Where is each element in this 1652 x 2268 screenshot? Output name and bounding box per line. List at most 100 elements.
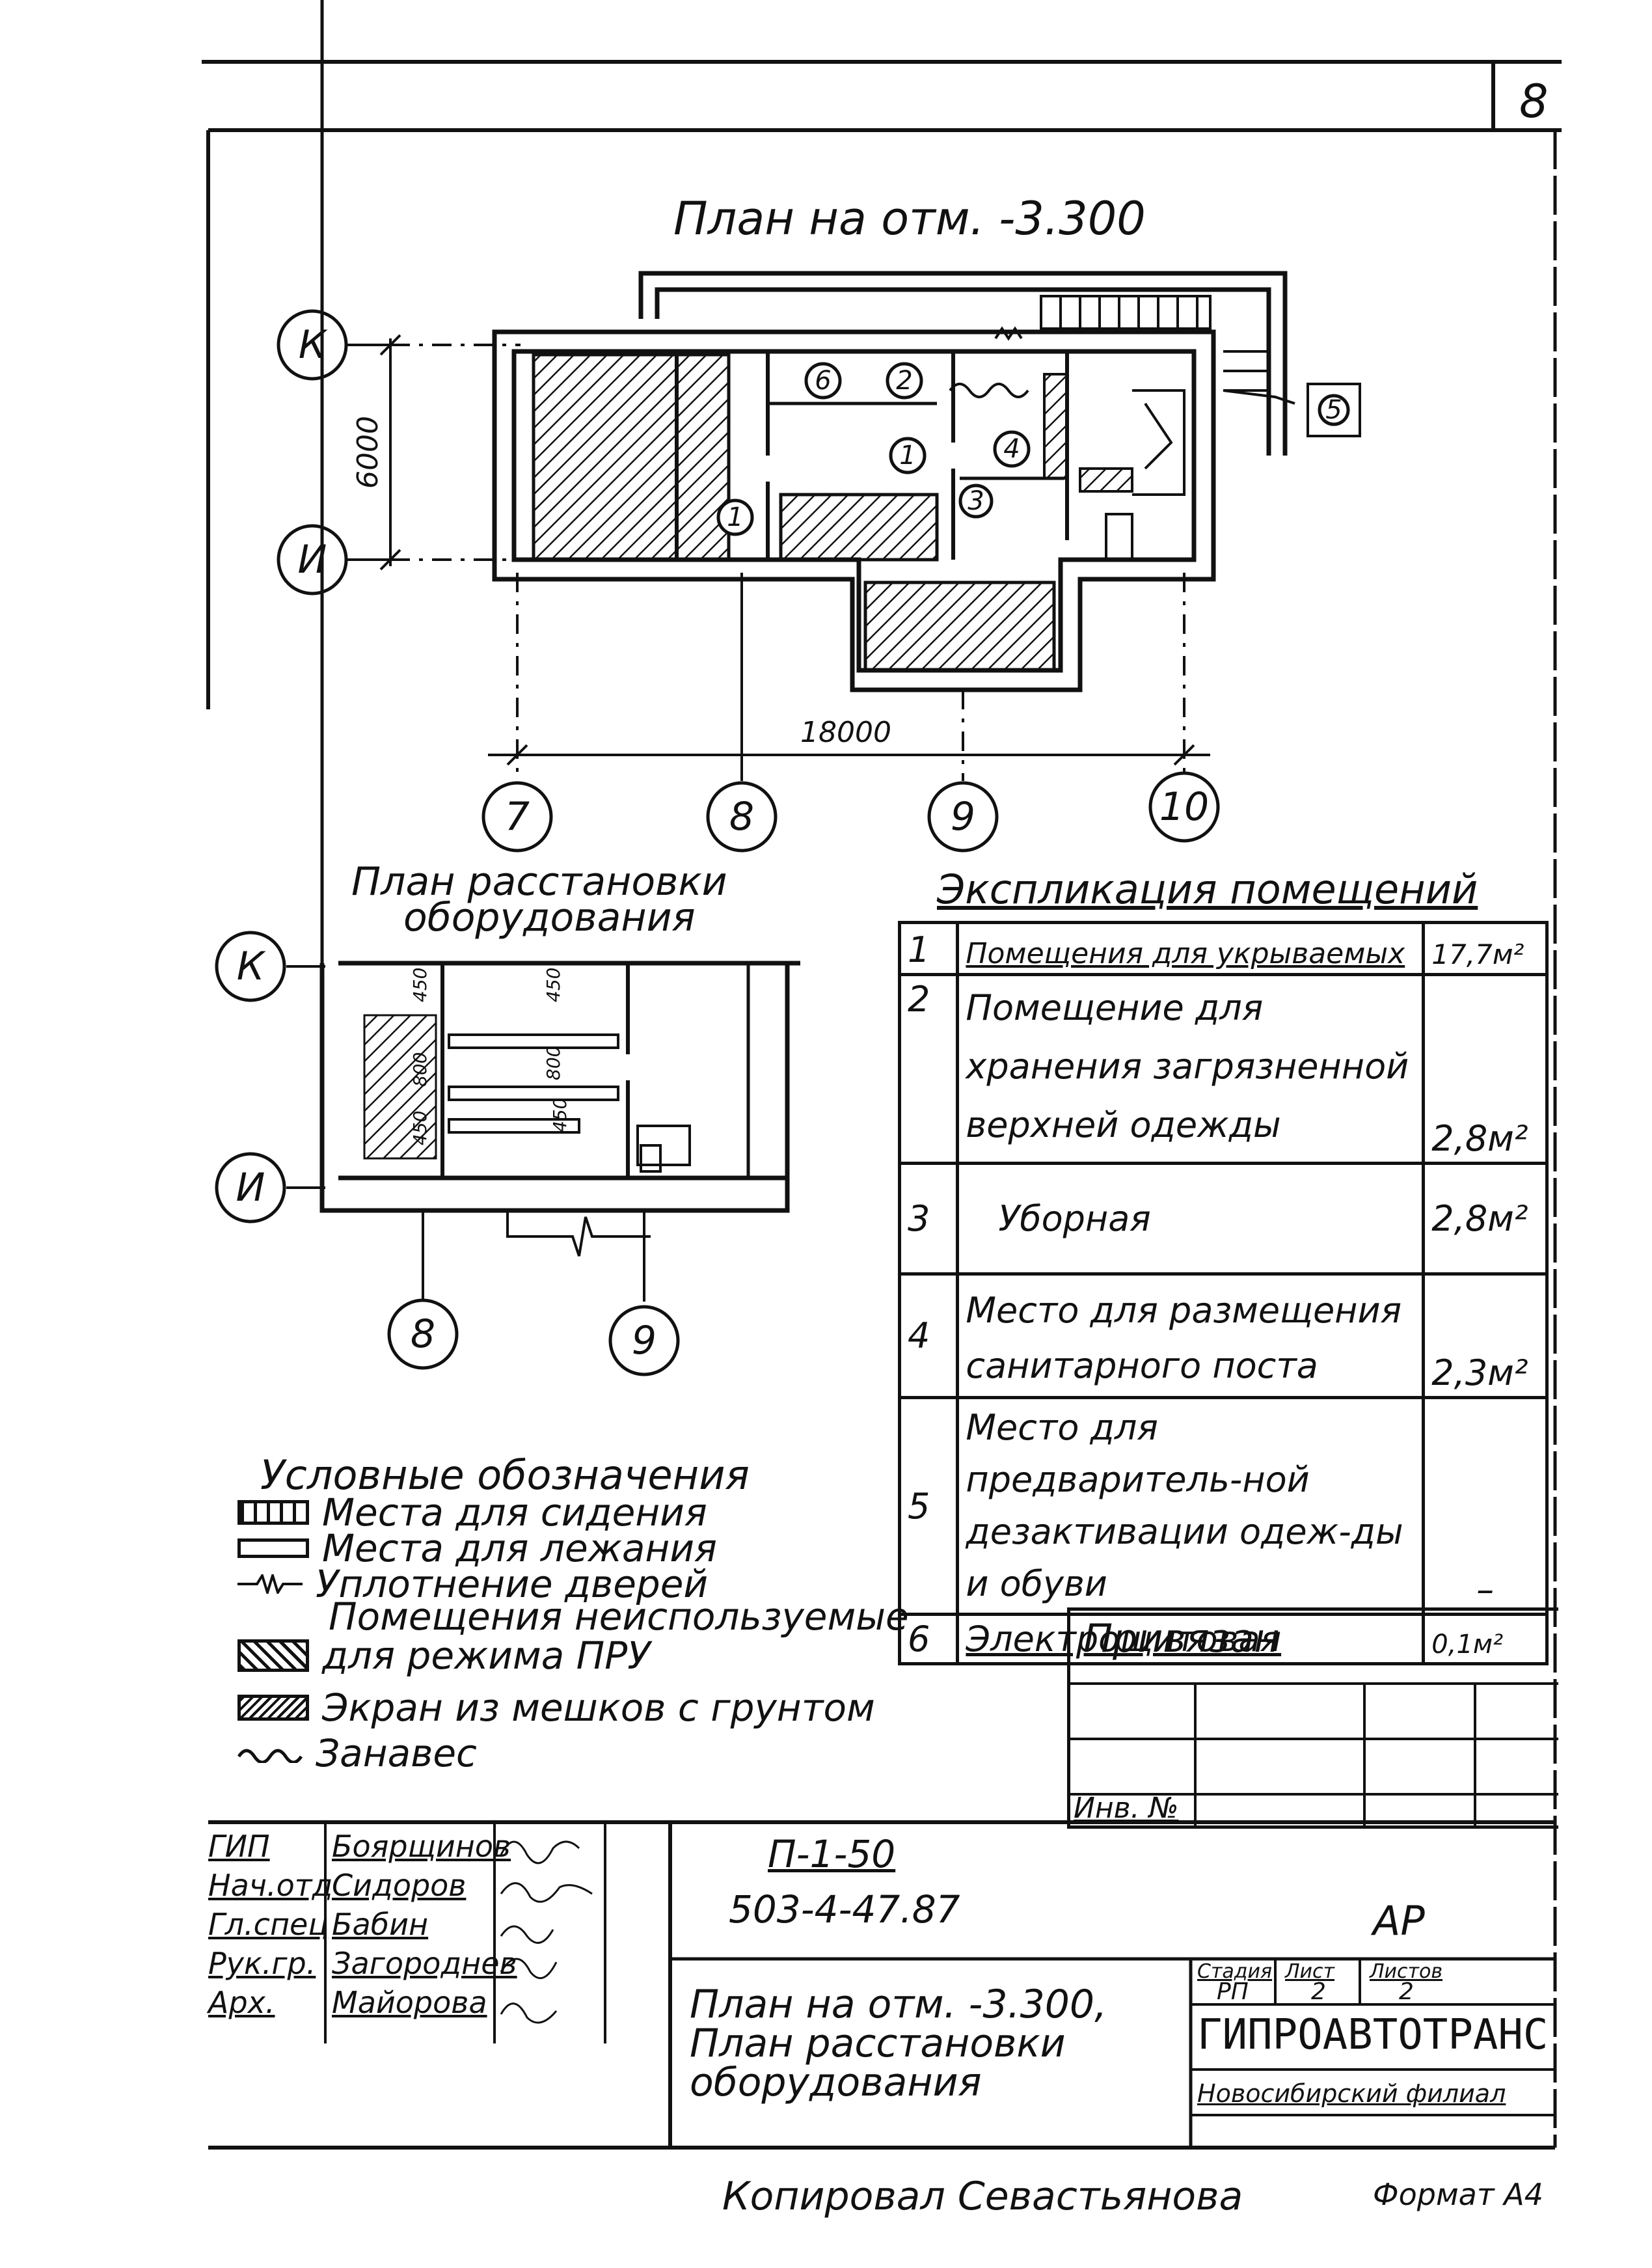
- legend-label: Занавес: [316, 1731, 477, 1775]
- room-area: –: [1422, 1396, 1549, 1616]
- lying-symbol-icon: [237, 1538, 309, 1558]
- svg-text:И: И: [236, 1165, 265, 1210]
- legend-item: для режима ПРУ: [237, 1633, 651, 1678]
- unused-room-lower: [779, 493, 939, 562]
- room-area: 2,3м²: [1422, 1272, 1549, 1399]
- hatch-icon: [237, 1639, 309, 1672]
- room-number: 5: [1325, 395, 1342, 425]
- page-number: 8: [1519, 75, 1549, 128]
- legend-label: Экран из мешков с грунтом: [322, 1686, 875, 1730]
- sheets-header: Листов: [1370, 1960, 1443, 1983]
- unused-room-bottom: [863, 581, 1056, 672]
- door-seal-icon: [237, 1574, 303, 1594]
- svg-text:450: 450: [549, 1098, 571, 1132]
- axis-bubble-row-I: И: [277, 524, 390, 595]
- svg-text:450: 450: [543, 968, 564, 1002]
- legend-label: Места для сидения: [322, 1490, 707, 1535]
- staff-role: ГИП: [208, 1829, 270, 1864]
- equipment-plan: 450 450 800 450 450 800 К И 8 9: [215, 0, 800, 1376]
- equipment-plan-title-line1: План расстановки: [351, 859, 727, 905]
- legend-item: Уплотнение дверей: [237, 1562, 708, 1606]
- svg-text:450: 450: [409, 1111, 431, 1145]
- document-code: 503-4-47.87: [729, 1887, 960, 1932]
- explication-table: 1 Помещения для укрываемых 17,7м² 2 Поме…: [897, 921, 1549, 1665]
- room-no: 3: [897, 1162, 960, 1276]
- staff-role: Гл.спец: [208, 1907, 329, 1942]
- exit-stair: [1040, 295, 1269, 392]
- sheet-frame: [202, 60, 1562, 2148]
- main-plan: 6 2 1 4 3 1 5 6000 18000 К И: [277, 271, 1361, 853]
- room-no: 4: [897, 1272, 960, 1399]
- sandbag-icon: [237, 1695, 309, 1721]
- copied-by: Копировал Севастьянова: [722, 2174, 1243, 2219]
- stage-header: Стадия: [1197, 1960, 1273, 1983]
- unused-room-left: [532, 353, 731, 562]
- room-no: 6: [897, 1613, 960, 1665]
- legend-label: для режима ПРУ: [322, 1633, 651, 1678]
- staff-role: Арх.: [208, 1985, 275, 2020]
- room-area: 17,7м²: [1422, 921, 1549, 976]
- legend-label: Помещения неиспользуемые: [329, 1594, 909, 1639]
- axis-bubble-col-8: 8: [706, 781, 778, 853]
- branch-name: Новосибирский филиал: [1197, 2079, 1506, 2108]
- legend-title: Условные обозначения: [260, 1451, 750, 1499]
- eq-axis-bubble-I: И: [215, 1152, 286, 1223]
- plan-title: План на отм. -3.300: [673, 192, 1146, 245]
- axis-bubble-col-9: 9: [927, 781, 999, 853]
- axis-bubble-row-K: К: [277, 309, 390, 381]
- drawing-title: План на отм. -3.300, План расстановки об…: [690, 1982, 1107, 2105]
- table-row: 1 Помещения для укрываемых 17,7м²: [897, 921, 1549, 976]
- sheet-value: 2: [1311, 1978, 1326, 2005]
- curtain-icon: [237, 1743, 303, 1763]
- legend-item: Помещения неиспользуемые: [329, 1594, 909, 1639]
- legend-item: Места для лежания: [237, 1526, 717, 1570]
- svg-text:К: К: [237, 944, 266, 989]
- sheet-header: Лист: [1285, 1960, 1335, 1983]
- axis-bubble-col-7: 7: [481, 781, 553, 853]
- room-number: 2: [896, 366, 912, 396]
- sandbag-screen: [1043, 373, 1068, 480]
- room-name: Место для размещения санитарного поста: [956, 1272, 1426, 1399]
- equipment-plan-title-line2: оборудования: [403, 895, 696, 940]
- legend-label: Уплотнение дверей: [316, 1562, 709, 1606]
- svg-text:10: 10: [1159, 784, 1209, 830]
- legend-item: Места для сидения: [237, 1490, 707, 1535]
- table-row: 3 Уборная 2,8м²: [897, 1162, 1549, 1276]
- section-mark: АР: [1373, 1897, 1425, 1945]
- binding-label: Привязан: [1083, 1616, 1280, 1661]
- room-name: Помещения для укрываемых: [956, 921, 1426, 976]
- room-name: Помещение для хранения загрязненной верх…: [956, 973, 1426, 1165]
- stage-value: РП: [1217, 1978, 1249, 2005]
- table-row: 6 Электрощитовая 0,1м²: [897, 1613, 1549, 1665]
- svg-text:8: 8: [411, 1311, 435, 1357]
- svg-text:8: 8: [729, 794, 754, 840]
- room-number: 1: [727, 502, 743, 532]
- staff-name: Майорова: [332, 1985, 487, 2020]
- room-no: 2: [897, 973, 960, 1165]
- svg-text:800: 800: [409, 1052, 431, 1087]
- staff-name: Загороднев: [332, 1946, 517, 1981]
- room-no: 5: [897, 1396, 960, 1616]
- room-name: Место для предваритель-ной дезактивации …: [956, 1396, 1426, 1616]
- legend-label: Места для лежания: [322, 1526, 717, 1570]
- axis-bubble-col-10: 10: [1148, 771, 1220, 843]
- dimension-6000: 6000: [351, 416, 385, 489]
- paper-format: Формат А4: [1373, 2177, 1543, 2212]
- svg-text:800: 800: [543, 1046, 564, 1080]
- room-number: 4: [1003, 434, 1020, 464]
- room-no: 1: [897, 921, 960, 976]
- dimension-18000: 18000: [800, 716, 891, 749]
- staff-role: Рук.гр.: [208, 1946, 316, 1981]
- staff-name: Бабин: [332, 1907, 429, 1942]
- inv-number-label: Инв. №: [1074, 1792, 1179, 1825]
- organization-name: ГИПРОАВТОТРАНС: [1197, 2011, 1549, 2059]
- table-row: 2 Помещение для хранения загрязненной ве…: [897, 973, 1549, 1165]
- room-area: 2,8м²: [1422, 973, 1549, 1165]
- staff-name: Боярщинов: [332, 1829, 511, 1864]
- eq-axis-bubble-9: 9: [608, 1305, 680, 1376]
- table-row: 4 Место для размещения санитарного поста…: [897, 1272, 1549, 1399]
- legend-item: Занавес: [237, 1731, 477, 1775]
- room-name: Электрощитовая: [956, 1613, 1426, 1665]
- room-5-box: [1307, 383, 1361, 437]
